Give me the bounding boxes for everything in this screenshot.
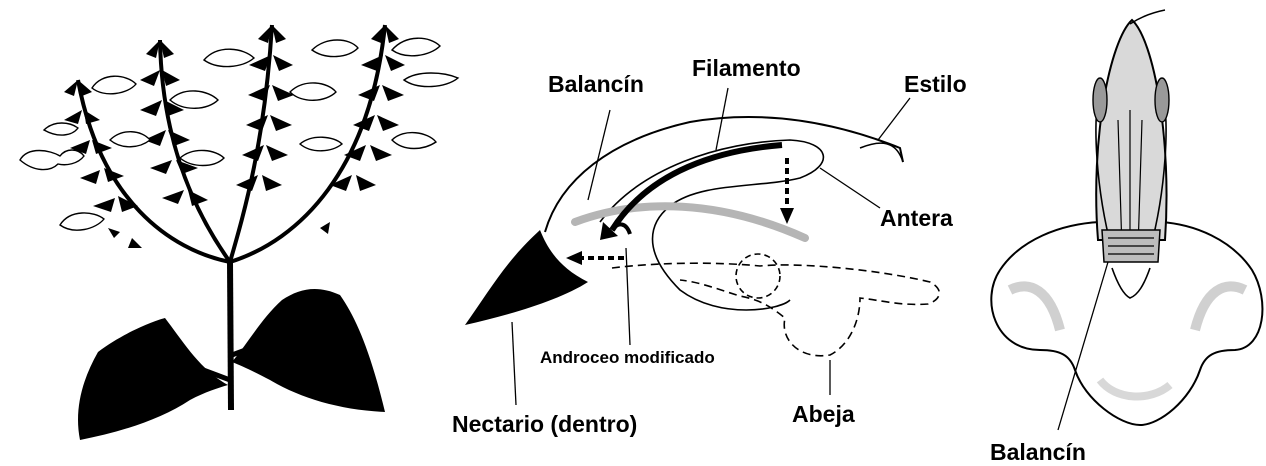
plant-illustration bbox=[20, 25, 458, 440]
front-anther-left bbox=[1093, 78, 1107, 122]
front-hood bbox=[1096, 20, 1166, 240]
bee-head bbox=[736, 254, 780, 298]
plant-leaf-right bbox=[232, 289, 385, 412]
label-estilo: Estilo bbox=[904, 71, 967, 97]
plant-main-stem bbox=[230, 262, 231, 410]
leader-nectario bbox=[512, 322, 516, 405]
label-balancin-top: Balancín bbox=[548, 71, 644, 97]
leader-antera bbox=[820, 168, 880, 208]
nectary-black bbox=[465, 230, 588, 325]
flower-mechanism bbox=[465, 117, 939, 356]
label-abeja: Abeja bbox=[792, 401, 855, 427]
front-anther-right bbox=[1155, 78, 1169, 122]
leader-estilo bbox=[878, 98, 910, 140]
bee-outline bbox=[612, 263, 939, 356]
flower-hood bbox=[600, 140, 823, 310]
label-nectario: Nectario (dentro) bbox=[452, 411, 637, 437]
label-androceo: Androceo modificado bbox=[540, 348, 715, 367]
front-style bbox=[1130, 10, 1165, 24]
anther-hook bbox=[612, 224, 630, 234]
label-filamento: Filamento bbox=[692, 55, 801, 81]
leader-androceo bbox=[626, 248, 630, 345]
label-balancin-right: Balancín bbox=[990, 439, 1086, 465]
flower-front-view bbox=[991, 10, 1262, 430]
plant-leaf-left bbox=[78, 318, 228, 440]
label-antera: Antera bbox=[880, 205, 953, 231]
